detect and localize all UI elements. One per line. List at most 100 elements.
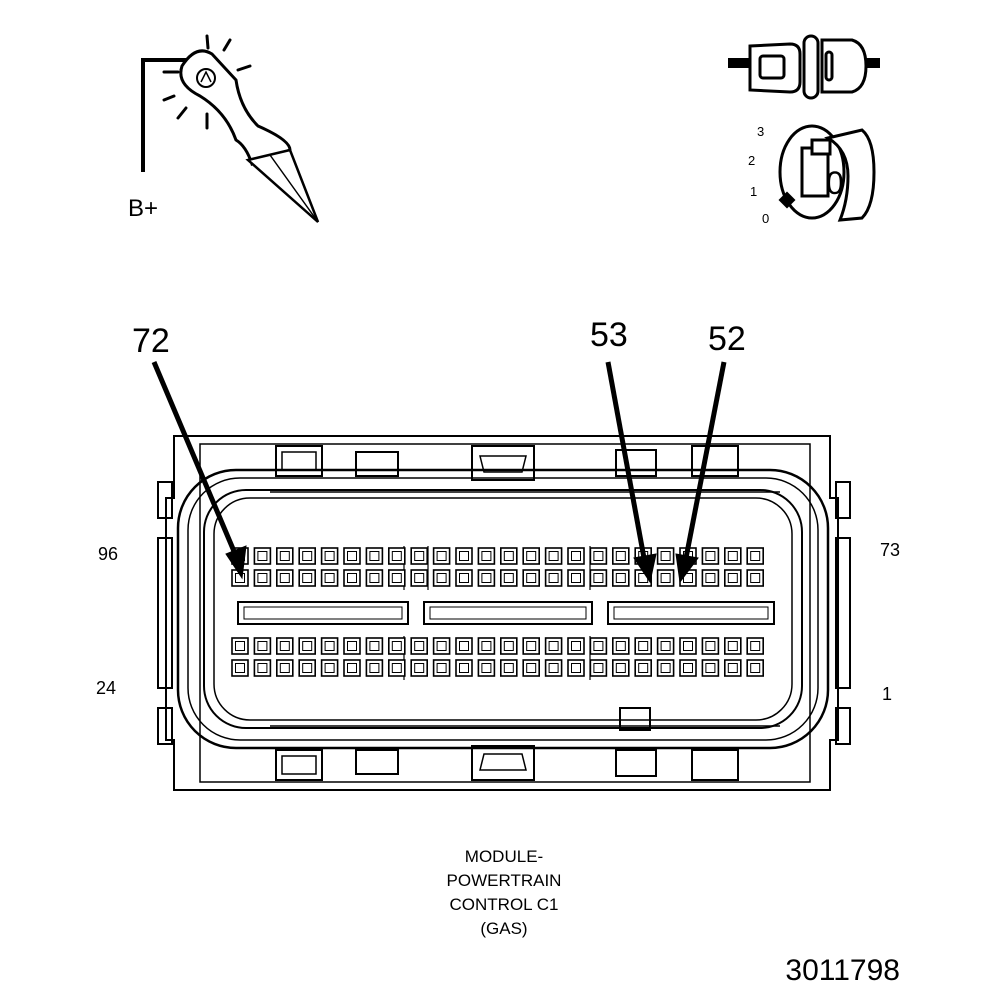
pin-cavity bbox=[567, 637, 585, 655]
pin-cavity bbox=[298, 569, 317, 587]
pin-cavity bbox=[231, 637, 249, 655]
pin-cavity bbox=[455, 659, 473, 677]
callout-label-52: 52 bbox=[708, 320, 746, 358]
pin-cavity bbox=[701, 569, 720, 587]
pin-cavity-field bbox=[231, 547, 765, 677]
pin-cavity bbox=[298, 637, 317, 655]
pin-label-top-left: 96 bbox=[98, 544, 118, 564]
pin-cavity bbox=[477, 569, 496, 587]
pin-cavity bbox=[455, 569, 473, 587]
pin-cavity bbox=[611, 569, 630, 587]
pin-cavity bbox=[723, 637, 742, 655]
key-position-1: 1 bbox=[750, 184, 757, 199]
pin-cavity bbox=[679, 659, 697, 677]
pin-cavity bbox=[298, 659, 317, 677]
pin-cavity bbox=[275, 637, 294, 655]
key-position-3: 3 bbox=[757, 124, 764, 139]
pin-cavity bbox=[679, 637, 697, 655]
key-position-2: 2 bbox=[748, 153, 755, 168]
connector-caption: MODULE- POWERTRAIN CONTROL C1 (GAS) bbox=[447, 847, 562, 938]
pin-label-top-right: 73 bbox=[880, 540, 900, 560]
pin-cavity bbox=[320, 659, 339, 677]
pin-cavity bbox=[387, 659, 406, 677]
pin-cavity bbox=[432, 547, 451, 565]
pin-cavity bbox=[231, 659, 249, 677]
pin-cavity bbox=[477, 637, 496, 655]
pin-cavity bbox=[544, 569, 563, 587]
caption-line-1: MODULE- bbox=[465, 847, 543, 866]
pin-cavity bbox=[343, 659, 361, 677]
pin-cavity bbox=[410, 547, 429, 565]
pin-cavity bbox=[275, 569, 294, 587]
pin-cavity bbox=[275, 659, 294, 677]
pin-cavity bbox=[365, 637, 384, 655]
callout-label-53: 53 bbox=[590, 316, 628, 354]
key-symbol: 0 bbox=[826, 165, 844, 201]
pin-cavity bbox=[611, 637, 630, 655]
pin-cavity bbox=[589, 547, 608, 565]
disconnected-connector-icon bbox=[728, 34, 880, 100]
callout-arrow-72 bbox=[151, 361, 247, 580]
b-plus-label: B+ bbox=[128, 195, 158, 222]
pin-cavity bbox=[589, 637, 608, 655]
pin-cavity bbox=[410, 637, 429, 655]
pin-cavity bbox=[723, 569, 742, 587]
pin-cavity bbox=[410, 659, 429, 677]
caption-line-2: POWERTRAIN bbox=[447, 871, 562, 890]
callout-label-72: 72 bbox=[132, 322, 170, 360]
pin-cavity bbox=[589, 569, 608, 587]
pin-cavity bbox=[253, 569, 272, 587]
pin-cavity bbox=[499, 637, 518, 655]
pin-cavity bbox=[589, 659, 608, 677]
pin-cavity bbox=[656, 637, 675, 655]
callout-arrow-52 bbox=[675, 361, 727, 584]
pin-cavity bbox=[343, 547, 361, 565]
pin-cavity bbox=[634, 659, 653, 677]
pin-cavity bbox=[611, 659, 630, 677]
pin-cavity bbox=[746, 547, 765, 565]
pin-cavity bbox=[432, 637, 451, 655]
pin-cavity bbox=[387, 637, 406, 655]
pin-cavity bbox=[567, 569, 585, 587]
pin-cavity bbox=[320, 569, 339, 587]
ignition-key-icon bbox=[778, 124, 876, 222]
pin-cavity bbox=[522, 547, 541, 565]
pin-cavity bbox=[701, 659, 720, 677]
pin-cavity bbox=[298, 547, 317, 565]
pin-cavity bbox=[499, 547, 518, 565]
pin-cavity bbox=[723, 547, 742, 565]
pin-cavity bbox=[746, 659, 765, 677]
pin-cavity bbox=[477, 659, 496, 677]
pin-cavity bbox=[343, 569, 361, 587]
pin-cavity bbox=[253, 547, 272, 565]
test-probe-icon bbox=[141, 34, 320, 223]
key-position-0: 0 bbox=[762, 211, 769, 226]
pin-cavity bbox=[387, 569, 406, 587]
pin-label-bottom-right: 1 bbox=[882, 684, 892, 704]
pin-cavity bbox=[455, 637, 473, 655]
pin-cavity bbox=[567, 547, 585, 565]
pin-cavity bbox=[365, 659, 384, 677]
caption-line-3: CONTROL C1 bbox=[450, 895, 559, 914]
pin-cavity bbox=[499, 659, 518, 677]
pin-cavity bbox=[701, 547, 720, 565]
pin-cavity bbox=[611, 547, 630, 565]
pin-cavity bbox=[723, 659, 742, 677]
pin-label-bottom-left: 24 bbox=[96, 678, 116, 698]
pin-cavity bbox=[544, 547, 563, 565]
pin-cavity bbox=[432, 569, 451, 587]
pin-cavity bbox=[387, 547, 406, 565]
callout-arrows bbox=[151, 361, 727, 584]
pin-cavity bbox=[499, 569, 518, 587]
pin-cavity bbox=[522, 569, 541, 587]
pin-cavity bbox=[656, 569, 675, 587]
pin-cavity bbox=[275, 547, 294, 565]
pin-cavity bbox=[746, 569, 765, 587]
callout-arrow-53 bbox=[605, 361, 657, 584]
pin-cavity bbox=[365, 547, 384, 565]
pin-cavity bbox=[432, 659, 451, 677]
connector-housing bbox=[157, 435, 851, 791]
pin-cavity bbox=[343, 637, 361, 655]
pin-cavity bbox=[656, 547, 675, 565]
